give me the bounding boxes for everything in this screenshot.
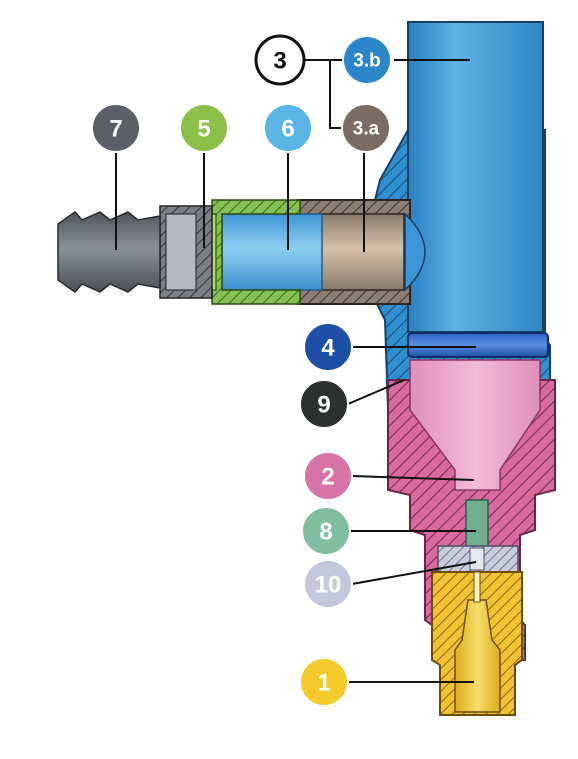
o-ring-4 xyxy=(407,332,549,358)
callout-label: 5 xyxy=(197,116,210,143)
callout-label: 2 xyxy=(321,464,334,491)
callout-circle xyxy=(301,506,351,556)
callout-label: 3 xyxy=(273,48,286,75)
callout-badge-3-b: 3.b xyxy=(342,35,392,85)
callout-badge-1: 1 xyxy=(299,657,349,707)
callout-badge-10: 10 xyxy=(303,559,353,609)
callout-circle xyxy=(299,379,349,429)
callout-circle xyxy=(299,657,349,707)
callout-badge-7: 7 xyxy=(91,103,141,153)
callout-label: 4 xyxy=(321,335,335,362)
callout-badge-3: 3 xyxy=(254,34,306,86)
callout-badges: 3 3.b 3.a 7 5 6 4 9 2 8 10 1 xyxy=(91,34,392,707)
fitting-7 xyxy=(57,205,213,299)
callout-label: 9 xyxy=(317,392,330,419)
callout-badge-2: 2 xyxy=(303,451,353,501)
callout-label: 8 xyxy=(319,519,332,546)
callout-badge-6: 6 xyxy=(263,103,313,153)
leader-lines xyxy=(115,59,477,683)
callout-circle xyxy=(91,103,141,153)
callout-label: 3.a xyxy=(353,119,380,140)
callout-badge-4: 4 xyxy=(303,322,353,372)
callout-label: 6 xyxy=(281,116,294,143)
tube-6 xyxy=(221,213,323,291)
callout-circle xyxy=(303,451,353,501)
callout-label: 10 xyxy=(315,572,342,599)
inlet-dome xyxy=(404,212,426,292)
callout-label: 7 xyxy=(109,116,122,143)
callout-badge-5: 5 xyxy=(179,103,229,153)
callout-circle xyxy=(341,103,391,153)
callout-circle xyxy=(263,103,313,153)
callout-label: 1 xyxy=(317,670,330,697)
callout-circle xyxy=(303,322,353,372)
orifice-1 xyxy=(431,571,523,716)
callout-circle xyxy=(179,103,229,153)
vertical-tube-3b xyxy=(407,21,544,333)
callout-badge-8: 8 xyxy=(301,506,351,556)
callout-badge-9: 9 xyxy=(299,379,349,429)
callout-circle xyxy=(303,559,353,609)
callout-circle xyxy=(254,34,306,86)
callout-label: 3.b xyxy=(353,51,380,72)
mixing-cone-2 xyxy=(409,359,541,491)
seat-8 xyxy=(465,499,489,549)
callout-badge-3-a: 3.a xyxy=(341,103,391,153)
callout-circle xyxy=(342,35,392,85)
